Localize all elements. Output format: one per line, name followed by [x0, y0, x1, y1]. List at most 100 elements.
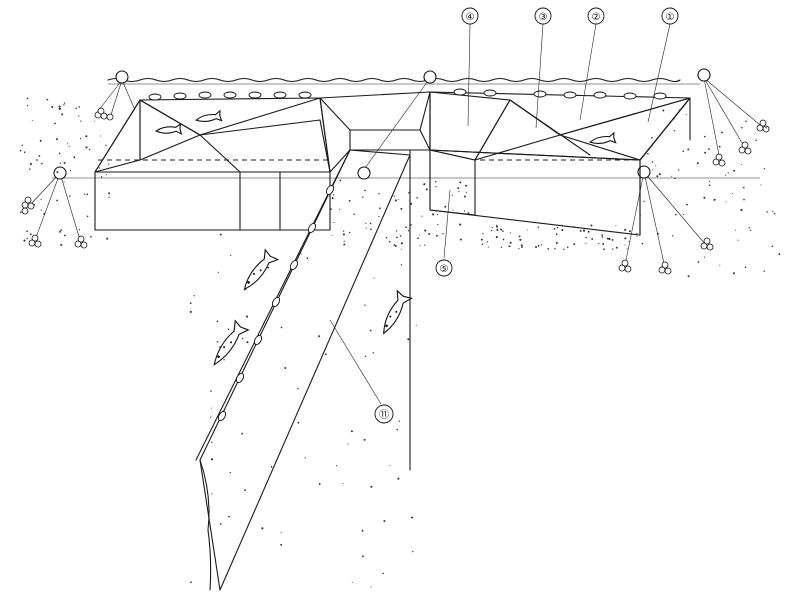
svg-text:①: ① — [666, 12, 675, 23]
sand-speck — [685, 114, 687, 116]
sand-speck — [615, 246, 618, 249]
sand-speck — [29, 233, 32, 236]
sand-speck — [452, 209, 454, 211]
sand-speck — [270, 466, 273, 468]
sand-speck — [280, 543, 283, 546]
sand-speck — [428, 233, 431, 235]
svg-text:③: ③ — [539, 12, 548, 23]
sand-speck — [480, 238, 483, 241]
sand-speck — [369, 329, 372, 332]
sand-speck — [54, 122, 56, 125]
sand-speck — [687, 275, 690, 278]
callout-3: ③ — [534, 7, 552, 25]
svg-text:⑤: ⑤ — [440, 264, 449, 275]
sand-speck — [459, 238, 462, 241]
sand-speck — [587, 230, 590, 233]
sand-speck — [94, 120, 96, 122]
sand-speck — [297, 421, 300, 424]
sand-speck — [80, 120, 82, 122]
fish-group — [154, 109, 617, 366]
sand-speck — [85, 146, 88, 149]
sand-speck — [491, 227, 493, 229]
sand-speck — [708, 148, 710, 150]
sand-speck — [348, 231, 351, 234]
sand-speck — [79, 137, 82, 140]
sand-speck — [63, 181, 65, 183]
sand-speck — [106, 237, 109, 240]
buoy-float — [115, 70, 129, 84]
sand-speck — [744, 266, 747, 268]
sand-speck — [444, 205, 447, 208]
sand-speck — [189, 302, 192, 305]
sand-speck — [217, 271, 220, 273]
sand-speck — [725, 201, 727, 203]
sand-speck — [636, 235, 638, 238]
sand-speck — [219, 346, 221, 348]
sand-speck — [509, 232, 511, 234]
sand-speck — [612, 248, 614, 250]
sand-speck — [383, 520, 386, 522]
sand-speck — [727, 172, 729, 174]
sand-speck — [408, 191, 411, 194]
sand-speck — [435, 186, 437, 188]
sand-speck — [555, 233, 558, 236]
sand-speck — [385, 236, 388, 239]
sand-speck — [459, 181, 462, 184]
sand-speck — [210, 407, 212, 409]
sand-speck — [393, 195, 395, 197]
sand-speck — [363, 438, 366, 441]
sand-speck — [687, 148, 690, 151]
sand-speck — [585, 242, 587, 244]
sand-speck — [772, 210, 774, 212]
sand-speck — [671, 235, 674, 237]
sand-speck — [284, 367, 287, 369]
sand-speck — [424, 244, 426, 246]
sand-speck — [86, 193, 89, 196]
fish — [589, 131, 617, 144]
sand-speck — [36, 159, 38, 161]
sand-speck — [611, 238, 614, 241]
sand-speck — [245, 289, 247, 291]
sand-speck — [582, 229, 586, 232]
sand-speck — [740, 208, 743, 212]
sand-speck — [397, 199, 399, 201]
sand-speck — [537, 226, 540, 228]
sand-speck — [556, 224, 558, 226]
sand-speck — [300, 253, 302, 255]
sand-speck — [372, 352, 375, 354]
sand-speck — [394, 245, 397, 247]
sand-speck — [500, 228, 503, 231]
sand-speck — [219, 523, 222, 525]
sand-speck — [626, 248, 628, 250]
sand-speck — [395, 230, 398, 232]
sand-speck — [398, 420, 400, 422]
sand-speck — [20, 211, 22, 213]
sand-speck — [643, 200, 645, 202]
sand-speck — [434, 180, 437, 183]
sand-speck — [393, 244, 396, 246]
buoy-float — [423, 70, 437, 84]
sand-speck — [495, 225, 498, 228]
sand-speck — [23, 239, 26, 242]
sand-speck — [417, 237, 419, 240]
sand-speck — [40, 198, 42, 200]
sand-speck — [424, 229, 427, 232]
sand-speck — [647, 152, 649, 155]
sand-speck — [41, 162, 43, 165]
sand-speck — [396, 428, 399, 431]
sand-speck — [297, 387, 299, 390]
sand-speck — [487, 246, 489, 248]
sand-speck — [382, 572, 385, 575]
sand-speck — [410, 224, 412, 226]
sand-speck — [58, 152, 61, 155]
sand-speck — [304, 457, 306, 459]
sand-speck — [318, 335, 321, 338]
sand-speck — [31, 120, 33, 121]
sand-speck — [378, 215, 380, 218]
sand-speck — [108, 196, 110, 198]
seafloor-speckles — [19, 97, 781, 588]
sand-speck — [69, 195, 71, 197]
sand-speck — [333, 194, 335, 196]
sand-speck — [105, 174, 107, 176]
sand-speck — [399, 235, 402, 237]
